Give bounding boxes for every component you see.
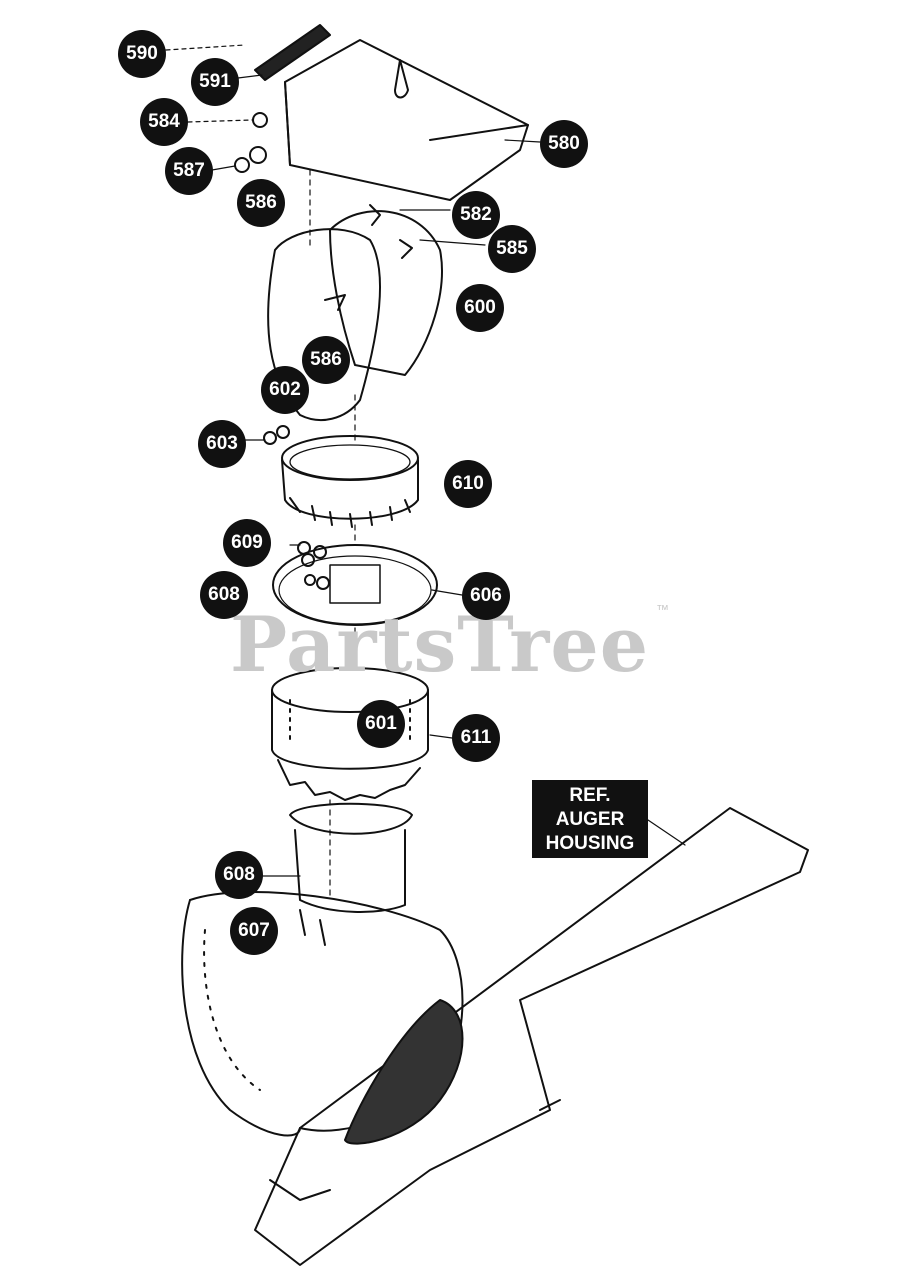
upper-ring xyxy=(281,435,419,528)
callout-600[interactable]: 600 xyxy=(456,284,504,332)
callout-611[interactable]: 611 xyxy=(452,714,500,762)
callout-586-upper[interactable]: 586 xyxy=(237,179,285,227)
callout-587[interactable]: 587 xyxy=(165,147,213,195)
leader-lines xyxy=(165,44,686,901)
ref-line-3: HOUSING xyxy=(545,833,635,854)
callout-580[interactable]: 580 xyxy=(540,120,588,168)
auger-housing xyxy=(181,802,809,1266)
callout-606[interactable]: 606 xyxy=(462,572,510,620)
callout-586-lower[interactable]: 586 xyxy=(302,336,350,384)
mount-plate xyxy=(272,544,438,626)
ref-line-2: AUGER xyxy=(555,809,625,830)
callout-585[interactable]: 585 xyxy=(488,225,536,273)
callout-601[interactable]: 601 xyxy=(357,700,405,748)
callout-591[interactable]: 591 xyxy=(191,58,239,106)
callout-582[interactable]: 582 xyxy=(452,191,500,239)
ref-line-1: REF. xyxy=(569,785,611,806)
callout-584[interactable]: 584 xyxy=(140,98,188,146)
reference-auger-housing-label: REF. AUGER HOUSING xyxy=(532,780,648,858)
callout-608-upper[interactable]: 608 xyxy=(200,571,248,619)
callout-607[interactable]: 607 xyxy=(230,907,278,955)
callout-610[interactable]: 610 xyxy=(444,460,492,508)
trademark-symbol: ™ xyxy=(656,602,669,617)
hardware xyxy=(234,24,331,946)
chute-top xyxy=(284,39,529,201)
callout-602[interactable]: 602 xyxy=(261,366,309,414)
callout-609[interactable]: 609 xyxy=(223,519,271,567)
deflector-plates xyxy=(267,204,443,421)
callout-590[interactable]: 590 xyxy=(118,30,166,78)
callout-608-lower[interactable]: 608 xyxy=(215,851,263,899)
callout-603[interactable]: 603 xyxy=(198,420,246,468)
lower-ring xyxy=(271,667,429,801)
watermark: PartsTree xyxy=(230,600,650,689)
